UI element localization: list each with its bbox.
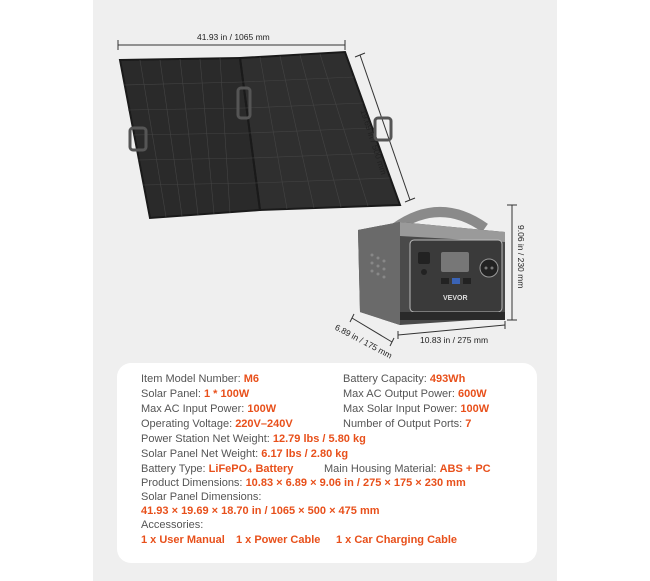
panel-width-dimension-line bbox=[117, 40, 346, 50]
spec-battery-capacity: Battery Capacity: 493Wh bbox=[343, 373, 466, 385]
station-width-dimension-line bbox=[397, 321, 506, 339]
spec-product-dimensions: Product Dimensions: 10.83 × 6.89 × 9.06 … bbox=[141, 477, 466, 489]
spec-panel-weight: Solar Panel Net Weight: 6.17 lbs / 2.80 … bbox=[141, 448, 349, 460]
spec-panel-dimensions-label: Solar Panel Dimensions: bbox=[141, 491, 262, 503]
spec-voltage: Operating Voltage: 220V–240V bbox=[141, 418, 293, 430]
spec-housing-material: Main Housing Material: ABS + PC bbox=[324, 463, 491, 475]
spec-output-ports: Number of Output Ports: 7 bbox=[343, 418, 472, 430]
spec-model: Item Model Number: M6 bbox=[141, 373, 259, 385]
brand-logo: VEVOR bbox=[443, 295, 468, 302]
accessory-item: 1 x Power Cable bbox=[236, 534, 321, 546]
accessory-item: 1 x Car Charging Cable bbox=[336, 534, 458, 546]
spec-card bbox=[117, 363, 537, 563]
spec-max-ac-input: Max AC Input Power: 100W bbox=[141, 403, 277, 415]
spec-solar-panel: Solar Panel: 1 * 100W bbox=[141, 388, 250, 400]
power-station bbox=[358, 207, 505, 325]
spec-battery-type: Battery Type: LiFePO₄ Battery bbox=[141, 463, 294, 475]
station-height-label: 9.06 in / 230 mm bbox=[516, 225, 526, 289]
station-height-dimension-line bbox=[507, 204, 517, 321]
solar-panel bbox=[118, 50, 402, 220]
station-width-label: 10.83 in / 275 mm bbox=[420, 335, 489, 345]
spec-max-solar-input: Max Solar Input Power: 100W bbox=[343, 403, 490, 415]
spec-max-ac-output: Max AC Output Power: 600W bbox=[343, 388, 487, 400]
station-depth-dimension-line bbox=[349, 313, 395, 347]
accessory-item: 1 x User Manual bbox=[141, 534, 225, 546]
panel-height-dimension-line bbox=[354, 52, 416, 203]
spec-station-weight: Power Station Net Weight: 12.79 lbs / 5.… bbox=[141, 433, 366, 445]
spec-panel-dimensions-value: 41.93 × 19.69 × 18.70 in / 1065 × 500 × … bbox=[141, 505, 380, 517]
spec-accessories-label: Accessories: bbox=[141, 519, 204, 531]
panel-width-label: 41.93 in / 1065 mm bbox=[197, 32, 270, 42]
